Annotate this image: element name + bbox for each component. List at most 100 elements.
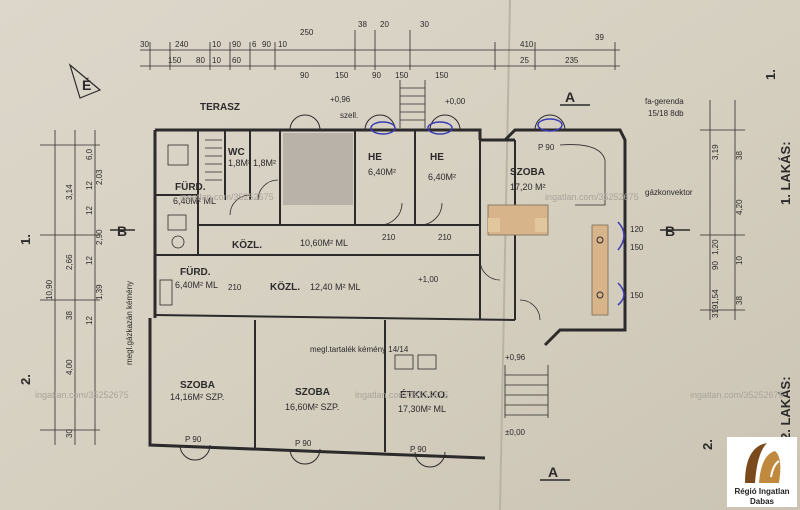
logo-line-1: Régió Ingatlan	[734, 487, 790, 496]
stairs-bottom	[504, 365, 549, 418]
dim-top2-7: 150	[395, 71, 409, 80]
blue-pen-marks	[370, 118, 625, 306]
watermark-2: ingatlan.com/35252675	[545, 192, 639, 202]
note-kemeny: megl.tartalék kémény 14/14	[310, 345, 409, 354]
label-kozl2-area: 12,40 M² ML	[310, 282, 361, 292]
label-he2: HE	[430, 152, 444, 163]
door-label-8: 150	[630, 243, 644, 252]
dim-right-2: 4,20	[735, 199, 744, 215]
left1-number-group: 1.	[18, 234, 33, 245]
dim-top2-5: 150	[335, 71, 349, 80]
dim-right-8: 319	[711, 304, 720, 318]
left2-number: 2.	[18, 374, 33, 385]
door-label-6: 210	[438, 233, 452, 242]
dim-left-8: 12	[85, 256, 94, 265]
dim-top2-4: 90	[300, 71, 309, 80]
label-szoba-top-area: 17,20 M²	[510, 182, 546, 192]
dim-top2-6: 90	[372, 71, 381, 80]
dim-left-2: 6,0	[85, 148, 94, 160]
label-he1: HE	[368, 152, 382, 163]
door-label-7: 210	[228, 283, 242, 292]
paper-fold	[499, 0, 511, 510]
label-kozl1-area: 10,60M² ML	[300, 238, 348, 248]
flat2-label: 2. LAKÁS:	[778, 376, 793, 440]
label-szoba2: SZOBA	[295, 387, 330, 398]
door-label-4: P 90	[538, 143, 555, 152]
dim-top-10: 30	[420, 20, 429, 29]
label-kozl1: KÖZL.	[232, 238, 262, 251]
door-label-2: P 90	[295, 439, 312, 448]
label-furdo1-area: 6,40M² ML	[173, 196, 216, 206]
dim-top-6: 10	[278, 40, 287, 49]
dim-right-1: 38	[735, 151, 744, 160]
dim-top2-10: 235	[565, 56, 579, 65]
dim-top2-8: 150	[435, 71, 449, 80]
stairs-top	[399, 80, 426, 128]
dim-left-7: 2,66	[65, 254, 74, 270]
dim-left-4: 2,03	[95, 169, 104, 185]
watermark-1: ingatlan.com/35252675	[180, 192, 274, 202]
dim-right-7: 38	[735, 296, 744, 305]
flat1-label: 1. LAKÁS:	[778, 141, 793, 205]
flat2-label-group: 2. LAKÁS:	[778, 376, 793, 440]
section-a-top: A	[565, 89, 575, 105]
label-etkk-area: 17,30M² ML	[398, 404, 446, 414]
note-gazkazan: megl.gázkazán kémény	[125, 281, 134, 365]
note-gazkazan-group: megl.gázkazán kémény	[125, 281, 134, 365]
level-5: ±0,00	[505, 428, 526, 437]
dim-right-5: 10	[735, 256, 744, 265]
label-he1-area: 6,40M²	[368, 167, 396, 177]
level-1: +0,96	[330, 95, 351, 104]
door-label-1: P 90	[185, 435, 202, 444]
right-dimension-lines	[700, 100, 745, 320]
kitchen-counter	[591, 224, 609, 316]
dim-left-11: 4,00	[65, 359, 74, 375]
label-kozl2: KÖZL.	[270, 280, 300, 293]
dim-left-12: 38	[65, 311, 74, 320]
north-arrow: É	[68, 63, 102, 99]
dim-top2-3: 60	[232, 56, 241, 65]
dim-top2-9: 25	[520, 56, 529, 65]
dim-left-3: 12	[85, 181, 94, 190]
dim-top-4: 6	[252, 40, 257, 49]
dim-top-2: 10	[212, 40, 221, 49]
dim-top-1: 240	[175, 40, 189, 49]
dim-top2-0: 150	[168, 56, 182, 65]
internal-stairs	[205, 139, 222, 181]
dim-left-1: 3,14	[65, 184, 74, 200]
dim-top-0: 30	[140, 40, 149, 49]
wardrobe-block	[283, 133, 353, 205]
left2-number-group: 2.	[18, 374, 33, 385]
left1-number: 1.	[18, 234, 33, 245]
dim-left-9: 1,39	[95, 284, 104, 300]
section-b-right: B	[665, 223, 675, 239]
dim-top-5: 90	[262, 40, 271, 49]
label-furdo1: FÜRD.	[175, 180, 206, 193]
dim-top-3: 90	[232, 40, 241, 49]
label-szoba1: SZOBA	[180, 380, 215, 391]
section-b-left: B	[117, 223, 127, 239]
dim-top2-2: 10	[212, 56, 221, 65]
label-szoba-top: SZOBA	[510, 167, 545, 178]
left-dimensions: 10,90 3,14 6,0 12 2,03 12 2,90 2,66 12 1…	[45, 148, 104, 438]
label-wc: WC	[228, 147, 245, 158]
level-3: +1,00	[418, 275, 439, 284]
door-label-3: P 90	[410, 445, 427, 454]
note-fagerenda: fa-gerenda	[645, 97, 684, 106]
dim-top2-1: 80	[196, 56, 205, 65]
flat1-number: 1.	[763, 69, 778, 80]
door-arcs	[229, 179, 541, 321]
level-4: +0,96	[505, 353, 526, 362]
watermark-4: ingatlan.com/35252675	[355, 390, 449, 400]
dim-right-6: 1,54	[711, 289, 720, 305]
right2-number: 2.	[700, 439, 715, 450]
north-label: É	[82, 77, 91, 93]
level-2: +0,00	[445, 97, 466, 106]
dim-left-0: 10,90	[45, 279, 54, 300]
label-kamra-area: 1,8M²	[253, 158, 276, 168]
section-markers	[110, 104, 690, 481]
window-arcs	[179, 114, 566, 468]
kitchen-table-bottom	[394, 354, 437, 370]
right-dimensions: 3,19 38 4,20 1,20 90 10 1,54 38 319	[711, 144, 744, 318]
